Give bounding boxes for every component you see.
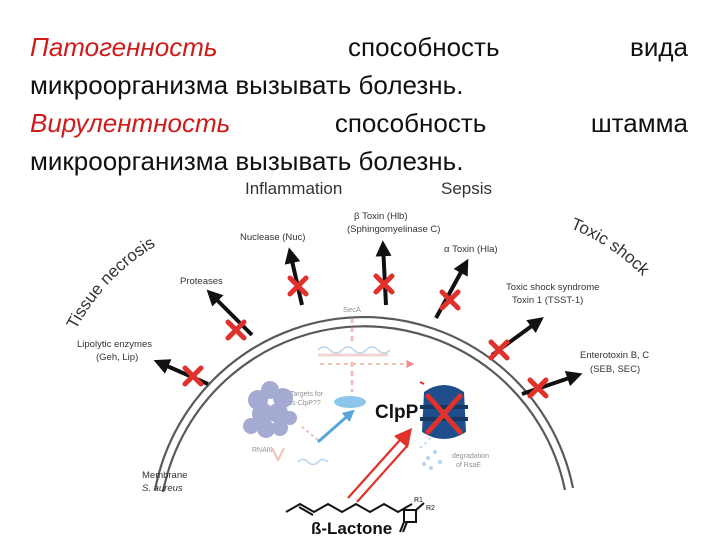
r1-label: R1 xyxy=(414,497,423,504)
sepsis-label: Sepsis xyxy=(441,179,492,198)
targets-label-1: Targets for xyxy=(290,391,324,398)
beta-toxin-label: β Toxin (Hlb) xyxy=(354,211,408,222)
definition-line-1: Патогенность способность вида xyxy=(30,28,688,66)
tissue-necrosis-label: Tissue necrosis xyxy=(63,233,158,332)
degradation-label-2: of RsaE xyxy=(456,462,481,469)
lipolytic-label-2: (Geh, Lip) xyxy=(96,352,138,363)
lactone-label: ß-Lactone xyxy=(311,519,392,538)
inhibition-arrow xyxy=(347,428,412,503)
membrane-inner-arc xyxy=(161,325,567,493)
r2-label: R2 xyxy=(426,505,435,512)
enterotoxin-label-2: (SEB, SEC) xyxy=(590,364,640,375)
slide-text: Патогенность способность вида микроорган… xyxy=(30,28,688,180)
proteases-label: Proteases xyxy=(180,276,223,287)
rnaiii-label: RNAIII xyxy=(252,447,273,454)
arrow-beta-toxin xyxy=(373,240,395,306)
definition-line-4: микроорганизма вызывать болезнь. xyxy=(30,146,464,176)
seca-label: SecA xyxy=(343,305,361,314)
alpha-toxin-label: α Toxin (Hla) xyxy=(444,244,498,255)
toxic-shock-label: Toxic shock xyxy=(568,214,653,279)
blue-arrow xyxy=(317,409,355,444)
tsst-label-2: Toxin 1 (TSST-1) xyxy=(512,295,583,306)
arrow-lipolytic xyxy=(153,359,209,387)
arrow-enterotoxin xyxy=(521,371,583,399)
word-ability: способность xyxy=(348,32,500,62)
protein-blob-icon xyxy=(243,381,297,438)
enterotoxin-label-1: Enterotoxin B, C xyxy=(580,350,649,361)
word-ability: способность xyxy=(334,108,487,138)
degradation-label-1: degradation xyxy=(452,453,489,460)
sphingomyelinase-label: (Sphingomyelinase C) xyxy=(347,224,440,235)
arrow-nuclease xyxy=(284,247,309,306)
tsst-label-1: Toxic shock syndrome xyxy=(506,282,599,293)
membrane-label: Membrane xyxy=(142,470,187,481)
arrow-alpha-toxin xyxy=(434,258,469,319)
arrow-proteases xyxy=(206,289,254,341)
word-strain: штамма xyxy=(590,108,688,138)
word-species: вида xyxy=(630,32,688,62)
clpp-protease-icon xyxy=(420,385,468,439)
inflammation-label: Inflammation xyxy=(245,179,342,198)
rsae-ellipse xyxy=(334,396,366,408)
species-label: S. aureus xyxy=(142,483,183,494)
clpp-label: ClpP xyxy=(375,402,419,423)
definition-line-3: Вирулентность способность штамма xyxy=(30,104,688,142)
arrow-tsst xyxy=(488,317,544,361)
nuclease-label: Nuclease (Nuc) xyxy=(240,232,305,243)
definition-line-2: микроорганизма вызывать болезнь. xyxy=(30,70,464,100)
lipolytic-label-1: Lipolytic enzymes xyxy=(77,339,152,350)
term-virulence: Вирулентность xyxy=(30,108,231,138)
term-pathogenicity: Патогенность xyxy=(30,32,218,62)
membrane-outer-arc xyxy=(153,316,575,491)
inner-pathway: SecA Targets for ts-ClpP?? RNAIII degrad… xyxy=(252,305,489,470)
red-dash xyxy=(419,381,425,385)
lactone-molecule xyxy=(285,502,425,533)
targets-label-2: ts-ClpP?? xyxy=(290,400,321,407)
